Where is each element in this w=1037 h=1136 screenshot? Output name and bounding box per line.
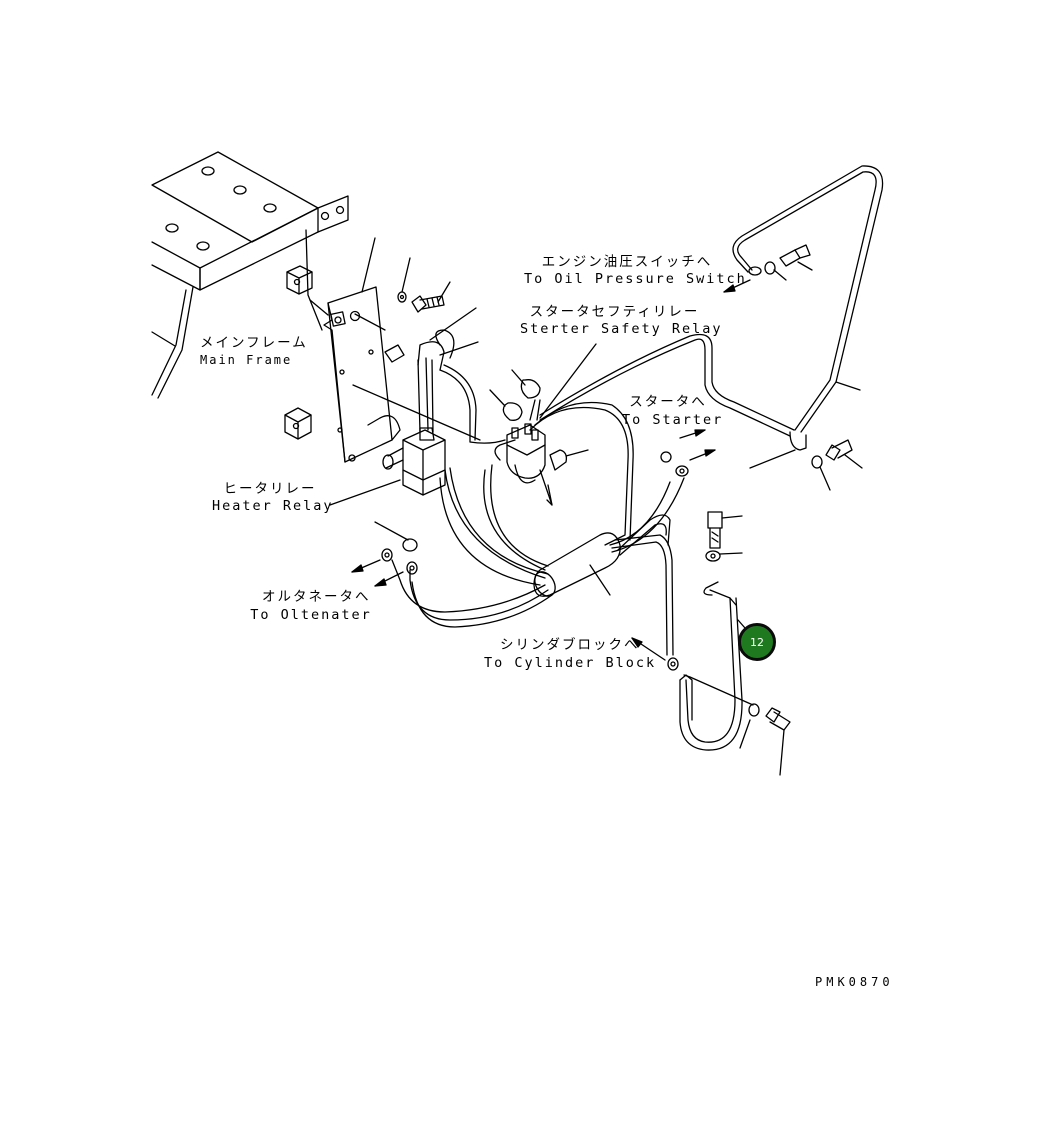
- mount-blocks: [284, 265, 313, 440]
- part-callout-12[interactable]: 12: [738, 623, 776, 661]
- alternator-label-en: To Oltenater: [250, 607, 372, 623]
- leader-lines: [309, 299, 481, 506]
- heater-relay: [382, 357, 446, 496]
- main-frame-label-jp: メインフレーム: [200, 335, 308, 351]
- heater-relay-label-jp: ヒータリレー: [223, 481, 317, 497]
- direction-arrows: [351, 279, 751, 661]
- wire-harness: [391, 329, 795, 656]
- main-frame: [151, 151, 349, 399]
- safety-relay: [489, 343, 597, 506]
- heater-relay-label-en: Heater Relay: [212, 498, 334, 514]
- starter-label-en: To Starter: [622, 412, 724, 428]
- oil-pressure-label-en: To Oil Pressure Switch: [524, 271, 747, 287]
- alternator-label-jp: オルタネータへ: [262, 589, 371, 605]
- bracket-bolts: [384, 257, 479, 371]
- safety-relay-label-en: Sterter Safety Relay: [520, 321, 723, 337]
- oil-pressure-label-jp: エンジン油圧スイッチへ: [541, 254, 713, 270]
- safety-relay-label-jp: スタータセフティリレー: [529, 304, 700, 320]
- wire-terminals: [374, 451, 754, 706]
- cylinder-block-label-en: To Cylinder Block: [484, 655, 657, 671]
- harness-sleeve: [533, 532, 621, 597]
- main-frame-label-en: Main Frame: [200, 353, 293, 367]
- starter-label-jp: スタータへ: [629, 394, 707, 410]
- relay-bracket: [323, 237, 401, 463]
- cylinder-block-label-jp: シリンダブロックへ: [500, 637, 640, 653]
- oil-pressure-line: [732, 165, 884, 491]
- battery-cable: [679, 511, 791, 776]
- drawing-code: PMK0870: [815, 975, 894, 989]
